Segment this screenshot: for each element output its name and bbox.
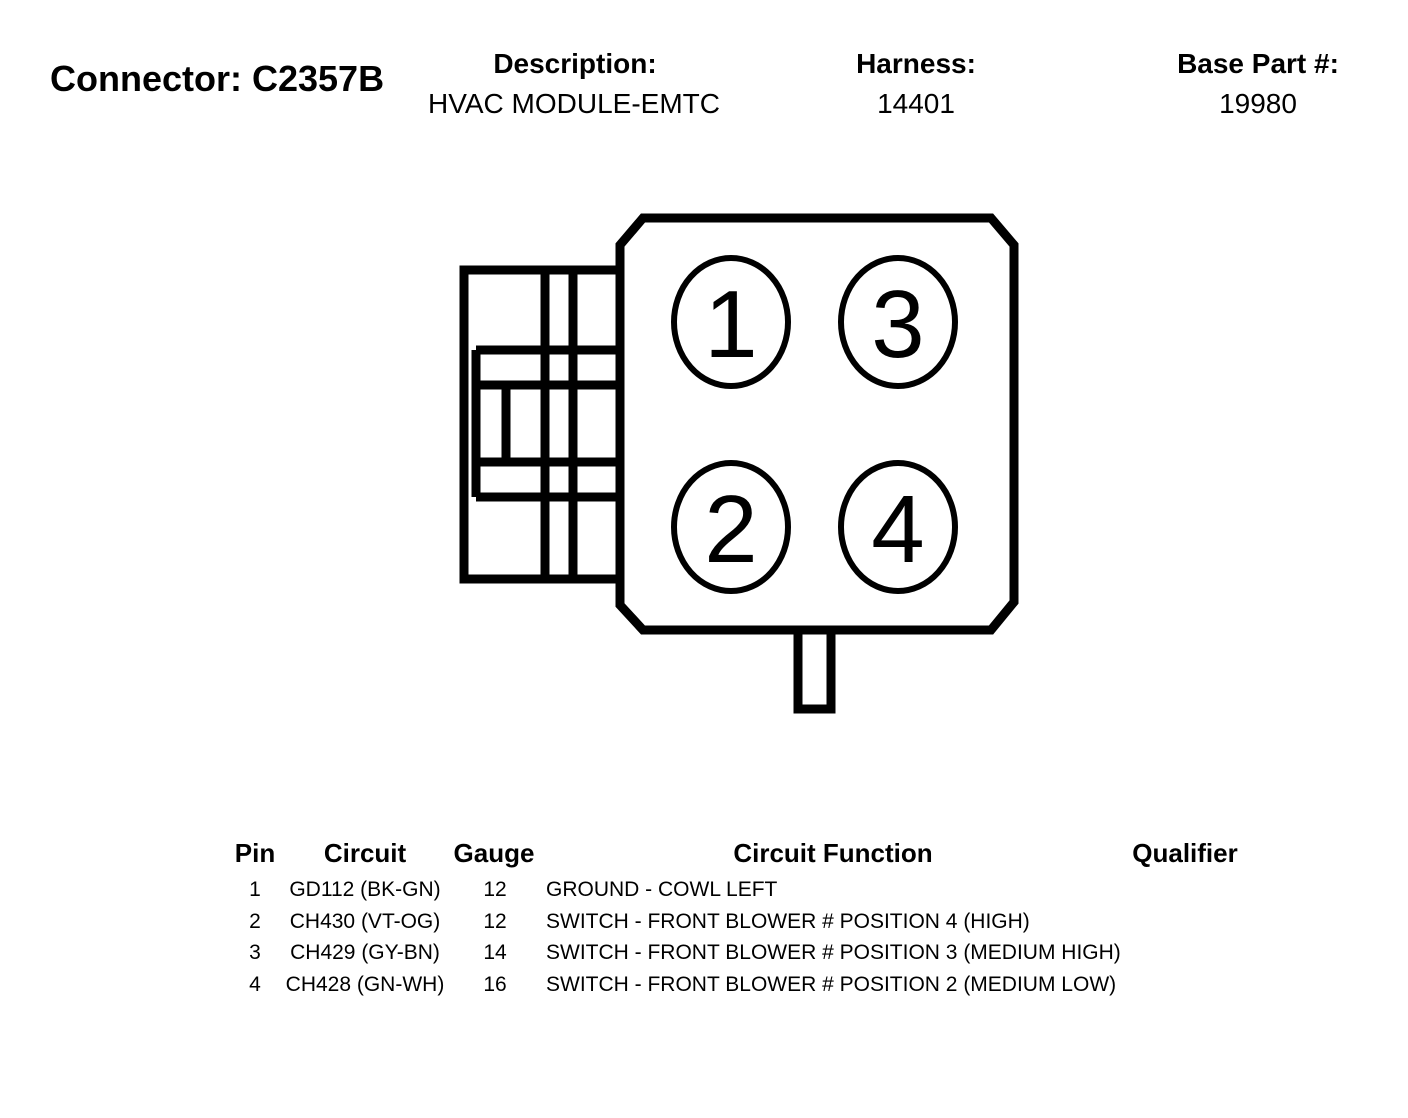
circuit-cell: CH428 (GN-WH): [285, 973, 445, 996]
pin-cell: 4: [249, 973, 261, 996]
description-value: HVAC MODULE-EMTC: [428, 88, 720, 119]
pin-label: 3: [871, 271, 924, 378]
gauge-cell: 12: [483, 878, 507, 901]
pin-3-cavity: [838, 255, 958, 389]
base-part-value: 19980: [1219, 88, 1297, 119]
column-header-gauge: Gauge: [453, 838, 535, 868]
circuit-cell: GD112 (BK-GN): [289, 878, 441, 901]
harness-value: 14401: [877, 88, 955, 119]
function-cell: SWITCH - FRONT BLOWER # POSITION 2 (MEDI…: [546, 973, 1117, 996]
pin-2-cavity: [671, 460, 791, 594]
function-cell: SWITCH - FRONT BLOWER # POSITION 3 (MEDI…: [546, 941, 1121, 964]
function-cell: GROUND - COWL LEFT: [546, 878, 778, 901]
column-header-pin: Pin: [234, 838, 276, 868]
pin-1-cavity: [671, 255, 791, 389]
connector-body: [615, 213, 1019, 635]
circuit-cell: CH429 (GY-BN): [290, 941, 440, 964]
pin-cell: 3: [249, 941, 261, 964]
column-header-qualifier: Qualifier: [1132, 838, 1238, 868]
pin-cell: 2: [249, 910, 261, 933]
gauge-cell: 16: [483, 973, 507, 996]
gauge-cell: 12: [483, 910, 507, 933]
description-label: Description:: [493, 48, 657, 79]
column-header-circuit-function: Circuit Function: [733, 838, 933, 868]
key-tab: [793, 633, 836, 714]
connector-title: Connector: C2357B: [50, 58, 385, 99]
harness-label: Harness:: [856, 48, 976, 79]
pin-label: 2: [704, 476, 757, 583]
circuit-cell: CH430 (VT-OG): [289, 910, 441, 933]
pin-4-cavity: [838, 460, 958, 594]
gauge-cell: 14: [483, 941, 507, 964]
pin-label: 4: [871, 476, 924, 583]
pin-label: 1: [704, 271, 757, 378]
pin-cell: 1: [249, 878, 261, 901]
function-cell: SWITCH - FRONT BLOWER # POSITION 4 (HIGH…: [546, 910, 1030, 933]
column-header-circuit: Circuit: [323, 838, 407, 868]
base-part-label: Base Part #:: [1177, 48, 1339, 79]
